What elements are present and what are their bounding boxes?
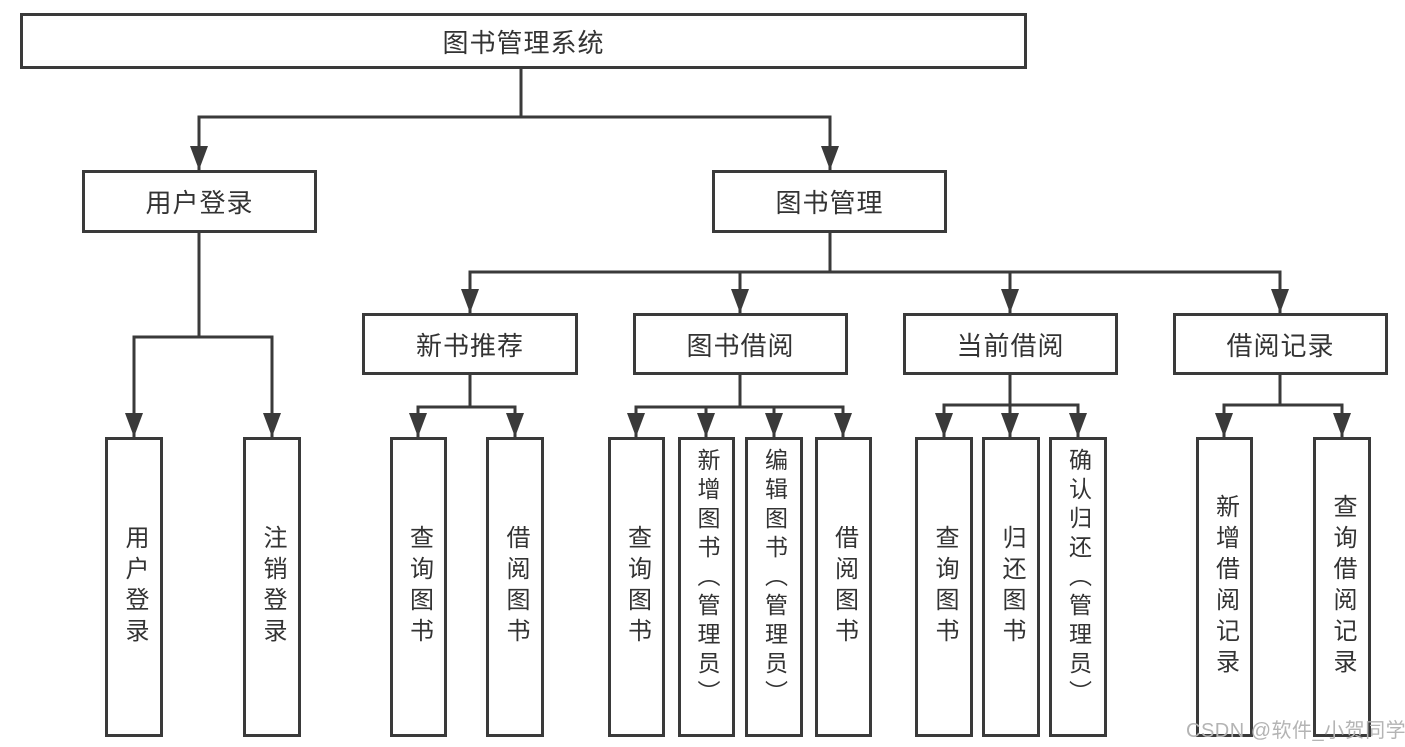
node-book-management: 图书管理 [712,170,947,233]
connector-new-books-children [409,375,524,437]
connector-book-borrow-children [627,375,852,437]
node-leaf-current-query: 查询图书 [915,437,973,737]
connector-current-borrow-children [935,375,1087,437]
node-borrow-records: 借阅记录 [1173,313,1388,375]
connector-book-mgmt-children [461,233,1289,313]
node-root-system: 图书管理系统 [20,13,1027,69]
connector-user-login-children [125,233,281,437]
csdn-watermark: CSDN @软件_小贺同学 [1186,720,1405,742]
node-leaf-user-login: 用户登录 [105,437,163,737]
node-current-borrow: 当前借阅 [903,313,1118,375]
node-leaf-current-confirm-admin: 确认归还（管理员） [1049,437,1107,737]
node-leaf-borrow-edit-admin: 编辑图书（管理员） [745,437,803,737]
connector-root-to-level2 [190,69,839,170]
connector-borrow-records-children [1215,375,1351,437]
node-leaf-logout: 注销登录 [243,437,301,737]
node-book-borrow: 图书借阅 [633,313,848,375]
node-leaf-records-query: 查询借阅记录 [1313,437,1371,737]
node-leaf-records-add: 新增借阅记录 [1196,437,1253,737]
node-leaf-newbooks-borrow: 借阅图书 [486,437,544,737]
node-leaf-borrow-add-admin: 新增图书（管理员） [678,437,735,737]
node-leaf-current-return: 归还图书 [982,437,1040,737]
node-leaf-borrow-query: 查询图书 [608,437,665,737]
node-leaf-newbooks-query: 查询图书 [390,437,447,737]
node-user-login: 用户登录 [82,170,317,233]
node-new-books: 新书推荐 [362,313,578,375]
node-leaf-borrow-borrow: 借阅图书 [815,437,872,737]
